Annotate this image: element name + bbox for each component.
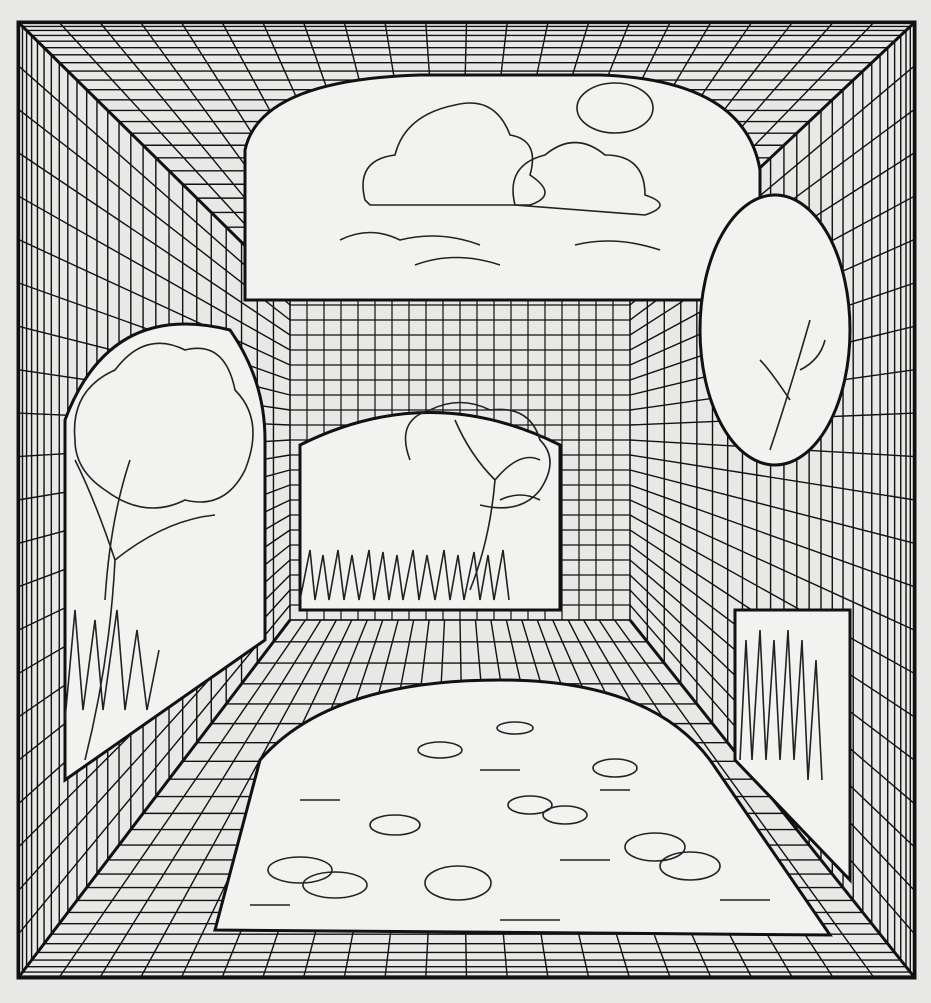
cloud xyxy=(362,102,546,206)
right-grass-opening xyxy=(733,608,852,884)
grid-converging-line xyxy=(17,195,291,351)
grid-converging-line xyxy=(139,619,337,979)
grid-converging-line xyxy=(629,454,916,501)
left-arch-opening xyxy=(63,322,267,783)
grid-converging-line xyxy=(629,469,916,545)
water-ripples xyxy=(250,769,770,921)
pool-opening xyxy=(213,678,833,937)
grid-converging-line xyxy=(629,514,916,675)
left-tree-trunk xyxy=(74,459,216,761)
openings xyxy=(63,73,852,937)
moon xyxy=(576,82,654,134)
grid-converging-line xyxy=(17,238,291,366)
details xyxy=(64,82,826,921)
back-tree-canopy xyxy=(404,401,551,509)
back-arch-opening xyxy=(298,411,562,612)
cloud xyxy=(512,141,661,216)
right-grass xyxy=(739,629,823,781)
right-tree xyxy=(759,319,826,451)
grid-converging-line xyxy=(613,619,875,979)
lily-pads xyxy=(267,721,721,901)
corner-edge xyxy=(16,619,292,979)
back-grass xyxy=(299,549,510,601)
outer-frame xyxy=(16,20,917,980)
left-tree-canopy xyxy=(73,342,254,509)
grid-converging-line xyxy=(629,484,916,588)
grid-converging-line xyxy=(58,619,307,979)
grid-converging-line xyxy=(17,604,291,935)
grid-converging-line xyxy=(98,619,322,979)
grid-converging-line xyxy=(17,151,291,336)
cloud xyxy=(339,231,661,266)
grid-converging-line xyxy=(629,499,916,632)
left-grass xyxy=(64,609,160,721)
back-tree-trunk xyxy=(454,419,541,591)
sky-opening xyxy=(243,73,762,302)
right-oval-opening xyxy=(698,193,852,467)
